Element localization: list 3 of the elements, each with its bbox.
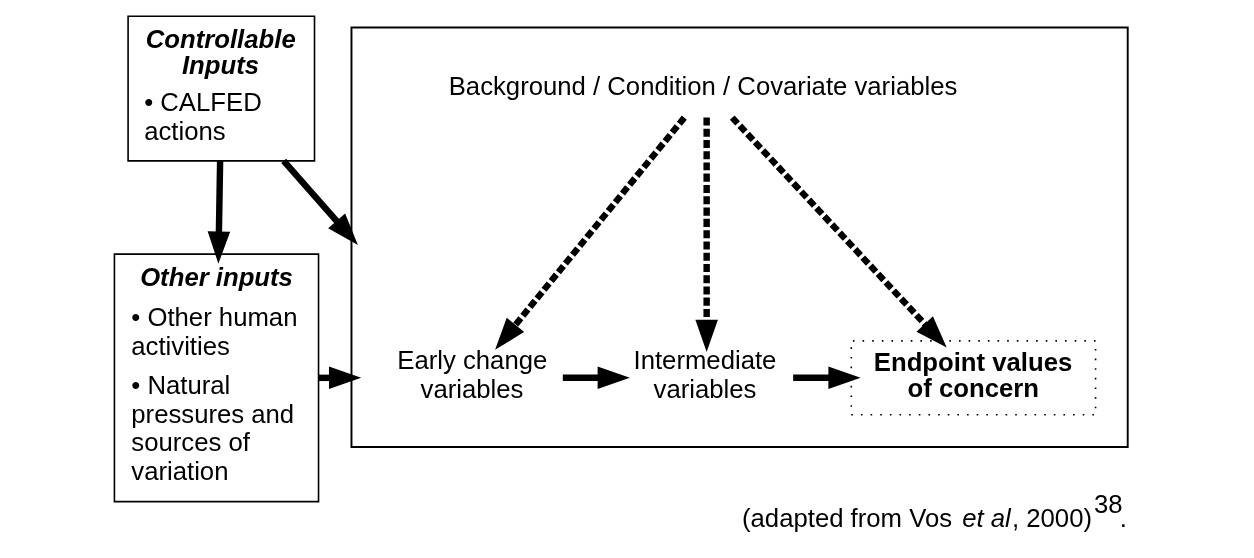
node-text: Intermediate variables	[633, 346, 776, 404]
node-text: Background / Condition / Covariate variables	[448, 71, 957, 100]
node-text: Early change variables	[396, 346, 547, 404]
